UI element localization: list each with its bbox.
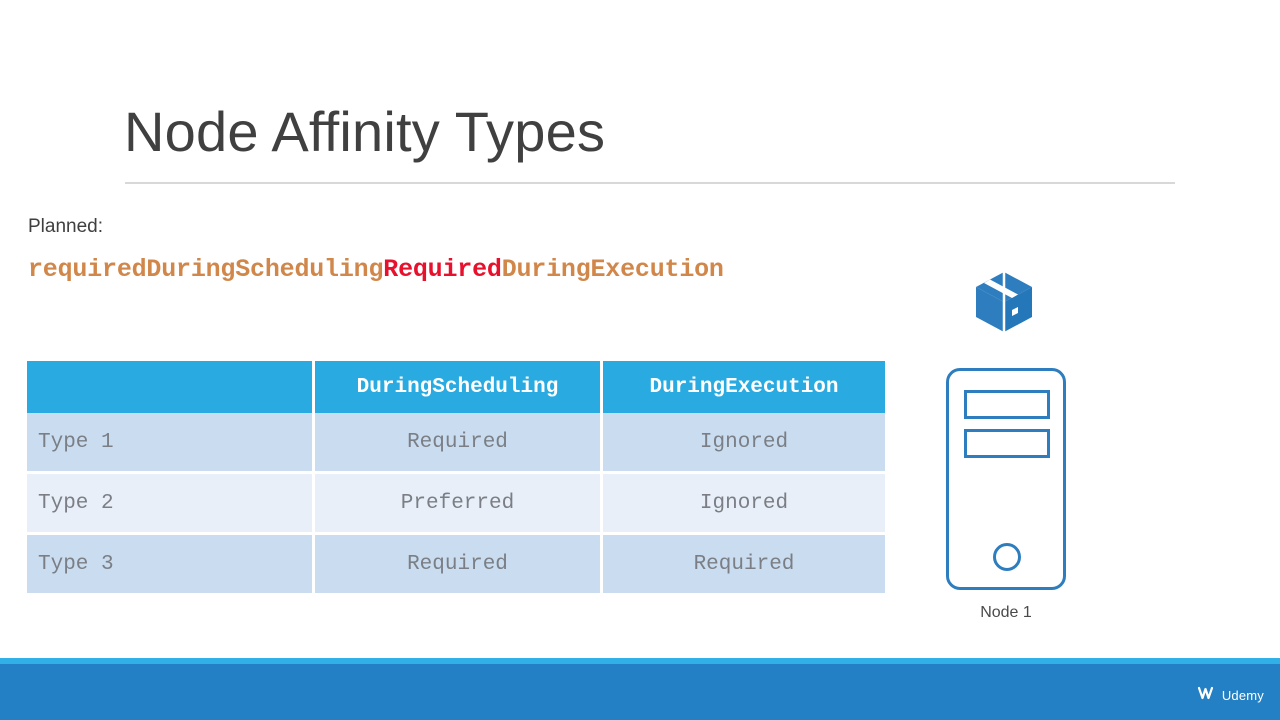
node-caption: Node 1 (980, 604, 1032, 621)
table-header: DuringScheduling DuringExecution (27, 361, 885, 413)
column-header-during-execution: DuringExecution (649, 375, 839, 399)
table-row: Type 3 Required Required (27, 533, 885, 593)
page-title: Node Affinity Types (124, 100, 606, 163)
footer-accent-strip (0, 658, 1280, 664)
affinity-code-line: requiredDuringSchedulingRequiredDuringEx… (28, 255, 724, 284)
planned-label: Planned: (28, 216, 104, 237)
pod-box-icon (974, 270, 1034, 334)
cell-during-execution: Ignored (601, 472, 885, 535)
server-bay-1 (964, 390, 1050, 419)
cell-during-scheduling: Preferred (313, 472, 603, 535)
title-divider (125, 182, 1175, 184)
node-diagram: Node 1 (944, 270, 1068, 630)
code-segment-prefix: requiredDuringScheduling (28, 255, 384, 284)
table-body: Type 1 Required Ignored Type 2 Preferred… (27, 413, 885, 593)
udemy-wordmark: Udemy (1221, 688, 1264, 703)
cell-during-execution: Required (601, 533, 885, 593)
table-row: Type 2 Preferred Ignored (27, 472, 885, 535)
cell-type: Type 1 (27, 413, 315, 474)
cell-type: Type 3 (27, 533, 315, 593)
code-segment-suffix: DuringExecution (501, 255, 724, 284)
udemy-logo: Udemy (1197, 685, 1264, 706)
cell-during-scheduling: Required (313, 413, 603, 474)
column-header-during-scheduling: DuringScheduling (313, 361, 603, 413)
udemy-logo-icon (1197, 685, 1217, 706)
footer-band: Udemy (0, 664, 1280, 720)
column-header-blank (27, 361, 315, 413)
cell-during-scheduling: Required (313, 533, 603, 593)
server-tower-icon (946, 368, 1066, 590)
power-button-icon (993, 543, 1021, 571)
cell-type: Type 2 (27, 472, 315, 535)
table-header-row: DuringScheduling DuringExecution (27, 361, 885, 413)
affinity-types-table: DuringScheduling DuringExecution Type 1 … (27, 361, 885, 593)
cell-during-execution: Ignored (601, 413, 885, 474)
code-segment-highlight: Required (383, 255, 502, 284)
server-bay-2 (964, 429, 1050, 458)
table-row: Type 1 Required Ignored (27, 413, 885, 474)
